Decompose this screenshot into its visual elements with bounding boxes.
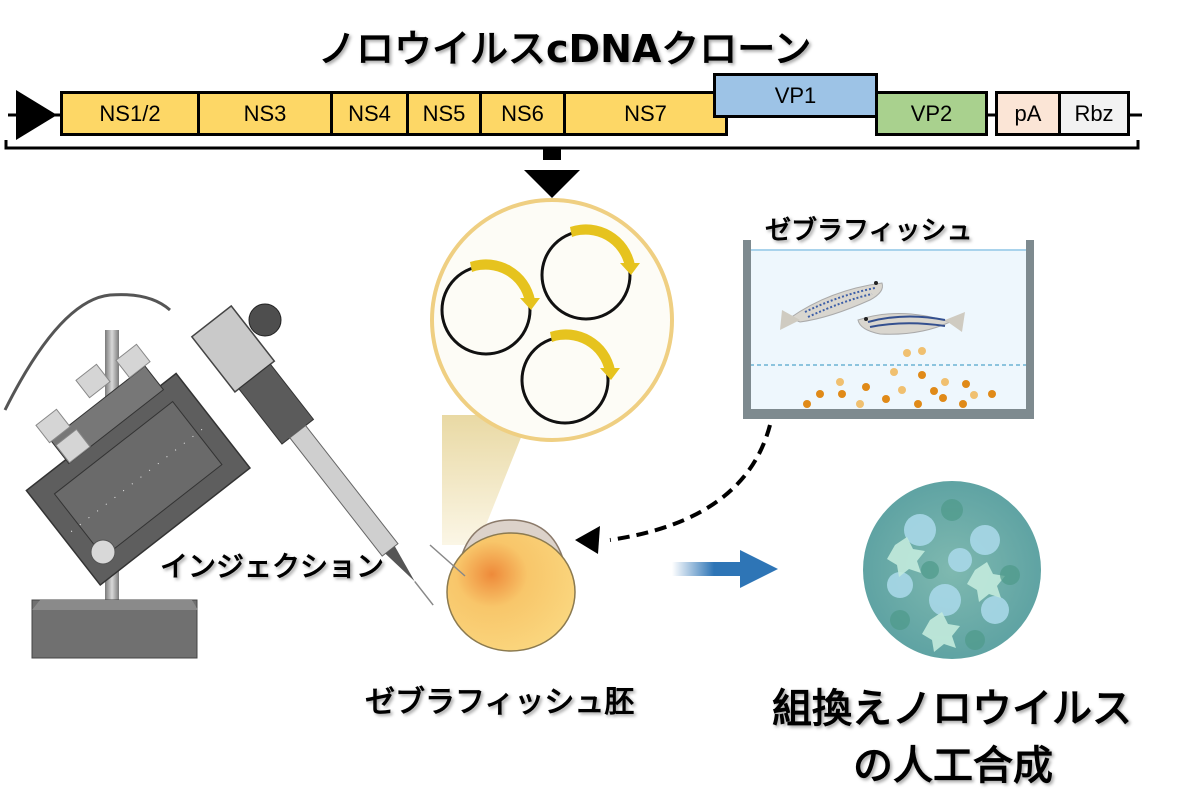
embryo-icon [429,519,576,652]
magnification-beam [442,415,530,545]
segment-ns1-2: NS1/2 [60,91,200,136]
segment-rbz: Rbz [1058,91,1130,136]
microinjector-icon [3,293,434,659]
construct-bracket [4,140,1140,150]
dashed-arrow-head [575,526,600,554]
down-arrow-icon [524,170,580,198]
segment-ns7: NS7 [563,91,728,136]
norovirus-particle-icon [863,481,1041,659]
result-label-line1: 組換えノロウイルス [772,686,1132,732]
segment-vp1: VP1 [713,73,878,118]
segment-ns6: NS6 [479,91,566,136]
zebrafish-1 [780,281,883,330]
promoter-arrow-icon [16,90,57,140]
dashed-arrow [609,424,772,542]
plasmid-icon [430,198,674,442]
injection-label: インジェクション [160,550,385,583]
construct-title: ノロウイルスcDNAクローン [318,27,812,71]
zebrafish-label: ゼブラフィッシュ [765,216,973,246]
down-arrow-shaft [543,148,561,160]
segment-vp2: VP2 [875,91,988,136]
segment-ns4: NS4 [330,91,409,136]
fish-tank-icon [743,240,1034,419]
flow-arrow-icon [672,550,778,588]
result-label-line2: の人工合成 [853,743,1053,789]
fish-eggs [803,347,996,408]
segment-ns3: NS3 [197,91,333,136]
embryo-label: ゼブラフィッシュ胚 [365,685,635,720]
segment-ns5: NS5 [406,91,482,136]
zebrafish-2 [857,312,965,335]
segment-pa: pA [995,91,1061,136]
